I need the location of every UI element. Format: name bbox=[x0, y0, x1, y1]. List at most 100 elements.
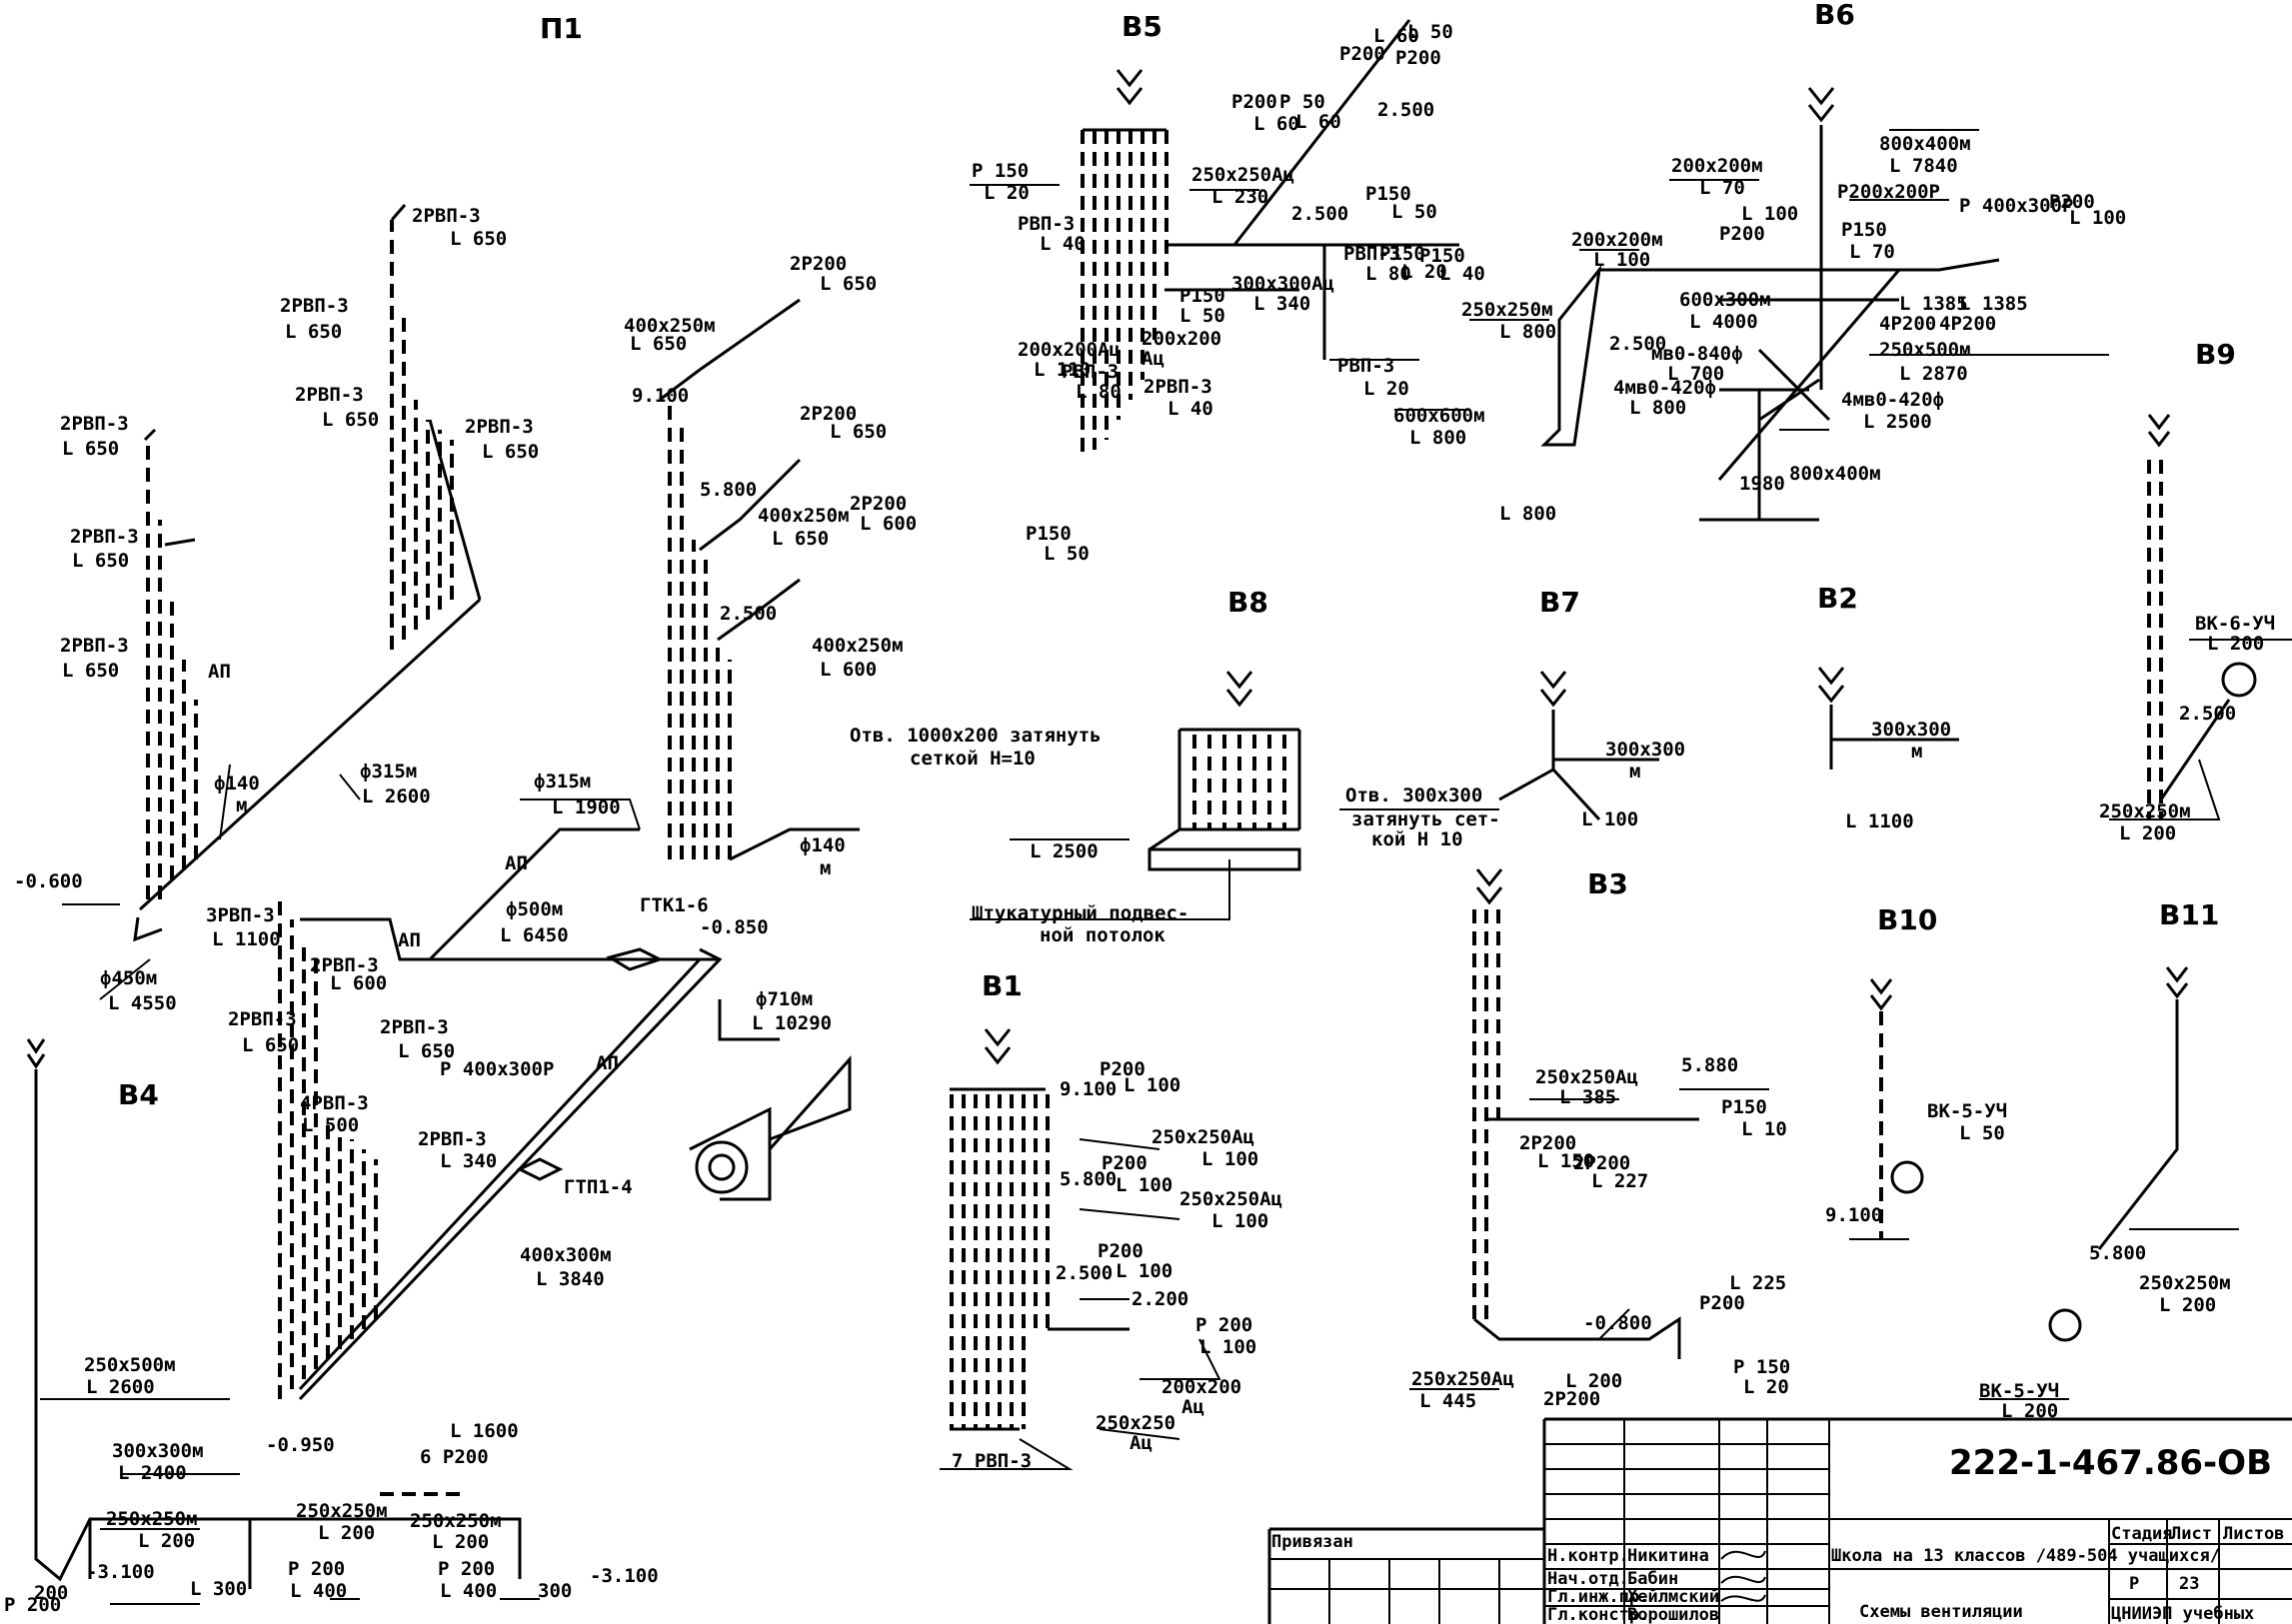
duct-label: L 650 bbox=[322, 409, 379, 431]
duct-label: 2РВП-3 bbox=[465, 416, 534, 438]
role-3: Гл.инж.пр. bbox=[1547, 1587, 1649, 1607]
duct-label: Р200 bbox=[1098, 1240, 1144, 1262]
duct-label: Отв. 1000х200 затянуть bbox=[850, 725, 1102, 747]
duct-label: L 800 bbox=[1629, 397, 1686, 419]
duct-label: ВК-5-УЧ bbox=[1927, 1100, 2007, 1122]
sheets-header: Листов bbox=[2223, 1524, 2284, 1544]
system-b2: В2 bbox=[1817, 582, 1959, 770]
duct-label: Р 400х300Р bbox=[1959, 195, 2073, 217]
duct-label: 2.500 bbox=[1291, 203, 1348, 225]
duct-label: 2РВП-3 bbox=[412, 205, 481, 227]
duct-label: L 800 bbox=[1499, 321, 1556, 343]
duct-label: L 650 bbox=[450, 228, 507, 250]
duct-label: 200 bbox=[34, 1582, 68, 1604]
duct-label: L 650 bbox=[398, 1040, 455, 1062]
duct-label: 2.500 bbox=[1377, 99, 1434, 121]
duct-label: L 225 bbox=[1729, 1272, 1786, 1294]
duct-label: РВП-3 bbox=[1018, 213, 1075, 235]
duct-label: Р 400х300Р bbox=[440, 1058, 554, 1080]
bound-label: Привязан bbox=[1271, 1532, 1353, 1552]
duct-label: L 200 bbox=[2119, 822, 2176, 844]
system-b9: В9 bbox=[2109, 338, 2292, 820]
duct-label: L 50 bbox=[1044, 543, 1090, 565]
duct-label: АП bbox=[208, 661, 231, 683]
duct-label: 2РВП-3 bbox=[295, 384, 364, 406]
system-title-b9: В9 bbox=[2195, 338, 2236, 371]
duct-label: L 4000 bbox=[1689, 311, 1758, 333]
duct-label: L 650 bbox=[830, 421, 887, 443]
duct-label: Р200 bbox=[1699, 1292, 1745, 1314]
duct-label: L 100 bbox=[1116, 1174, 1172, 1196]
duct-label: Ац bbox=[1142, 348, 1164, 370]
duct-label: L 650 bbox=[772, 528, 829, 550]
duct-label: 4мв0-420ф bbox=[1841, 389, 1944, 411]
duct-label: 600х600м bbox=[1393, 405, 1485, 427]
duct-label: 400х250м bbox=[758, 505, 850, 527]
labels-b4: 250х500м L 2600 300х300м L 2400 250х250м… bbox=[4, 1354, 659, 1616]
duct-label: L 650 bbox=[62, 660, 119, 682]
duct-label: 400х300м bbox=[520, 1244, 612, 1266]
duct-label: ГТП1-4 bbox=[564, 1176, 633, 1198]
duct-label: L 40 bbox=[1167, 398, 1213, 420]
duct-label: L 70 bbox=[1699, 177, 1745, 199]
duct-label: L 80 bbox=[1076, 381, 1122, 403]
labels-b2: 300х300 м L 1100 bbox=[1845, 719, 1951, 832]
duct-label: 3РВП-3 bbox=[206, 904, 275, 926]
system-title-b8: В8 bbox=[1227, 586, 1268, 619]
duct-label: ф500м bbox=[506, 898, 563, 920]
duct-label: ф140 bbox=[214, 773, 260, 795]
duct-label: 200х200 bbox=[1142, 328, 1221, 350]
duct-label: АП bbox=[596, 1052, 619, 1074]
duct-label: Р 150 bbox=[1733, 1356, 1790, 1378]
duct-label: L 650 bbox=[242, 1034, 299, 1056]
labels-b6: 200х200м L 70 800х400м L 7840 Р200х200Р … bbox=[1393, 133, 2126, 525]
duct-label: 9.100 bbox=[1060, 1078, 1117, 1100]
duct-label: 250х250 bbox=[1096, 1412, 1175, 1434]
duct-label: ф315м bbox=[360, 761, 417, 783]
system-title-b11: В11 bbox=[2159, 898, 2219, 931]
duct-label: 2Р200 bbox=[790, 253, 847, 275]
duct-label: L 20 bbox=[1363, 378, 1409, 400]
duct-label: L 600 bbox=[860, 513, 917, 535]
duct-label: Р 200 bbox=[288, 1558, 345, 1580]
duct-label: 250х250Ац bbox=[1535, 1066, 1638, 1088]
duct-label: 1980 bbox=[1739, 473, 1785, 495]
duct-label: -0.600 bbox=[14, 870, 83, 892]
system-title-p1: П1 bbox=[540, 12, 583, 45]
duct-label: м bbox=[236, 795, 247, 816]
system-b1: В1 bbox=[940, 969, 1221, 1470]
duct-label: ф140 bbox=[800, 834, 846, 856]
duct-label: 9.100 bbox=[1825, 1204, 1882, 1226]
duct-label: L 40 bbox=[1439, 263, 1485, 285]
labels-b9: ВК-6-УЧ L 200 2.500 250х250м L 200 bbox=[2099, 613, 2275, 844]
duct-label: 2РВП-3 bbox=[280, 295, 349, 317]
duct-label: Р150 bbox=[1365, 183, 1411, 205]
duct-label: мв0-840ф bbox=[1651, 343, 1743, 365]
duct-label: L 100 bbox=[1201, 1148, 1258, 1170]
duct-label: L 650 bbox=[820, 273, 877, 295]
system-title-b1: В1 bbox=[982, 969, 1023, 1002]
duct-label: L 227 bbox=[1591, 1170, 1648, 1192]
duct-label: 9.100 bbox=[632, 385, 689, 407]
duct-label: РВП-3 bbox=[1343, 243, 1400, 265]
duct-label: L 445 bbox=[1419, 1390, 1476, 1412]
duct-label: 2РВП-3 bbox=[1144, 376, 1212, 398]
duct-label: Р200 bbox=[2049, 191, 2095, 213]
duct-label: L 3840 bbox=[536, 1268, 605, 1290]
duct-label: 600х300м bbox=[1679, 289, 1771, 311]
duct-label: L 600 bbox=[820, 659, 877, 681]
duct-label: 4Р200 bbox=[1939, 313, 1996, 335]
duct-label: 2РВП-3 bbox=[228, 1008, 297, 1030]
duct-label: L 340 bbox=[440, 1150, 497, 1172]
labels-b8: L 2500 Штукатурный подвес- ной потолок bbox=[972, 840, 1188, 946]
duct-label: ВК-6-УЧ bbox=[2195, 613, 2275, 635]
duct-label: L 150 bbox=[1537, 1150, 1594, 1172]
duct-label: Р150 bbox=[1721, 1096, 1767, 1118]
name-2: Бабин bbox=[1627, 1569, 1678, 1589]
duct-label: 2.500 bbox=[720, 603, 777, 625]
duct-label: 250х250Ац bbox=[1411, 1368, 1514, 1390]
duct-label: кой Н 10 bbox=[1371, 828, 1463, 850]
duct-label: L 20 bbox=[1401, 261, 1447, 283]
system-title-b3: В3 bbox=[1587, 867, 1628, 900]
duct-label: 2РВП-3 bbox=[380, 1016, 449, 1038]
